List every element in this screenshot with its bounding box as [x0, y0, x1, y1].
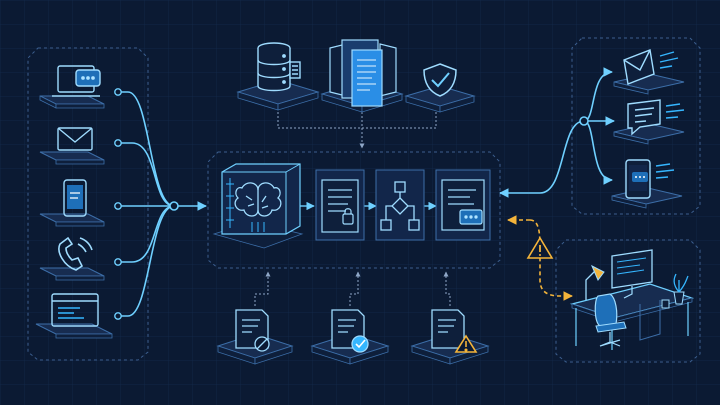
approved-document[interactable] [310, 309, 390, 365]
escalation-connector [507, 215, 573, 301]
envelope-send-icon [623, 49, 679, 85]
laptop-chat-icon [52, 65, 101, 97]
flowchart-icon [380, 181, 420, 231]
input-connectors [118, 91, 207, 317]
mobile-output[interactable] [611, 159, 683, 209]
document-blocked-icon [235, 309, 270, 352]
browser-window-icon [51, 293, 99, 327]
ai-pipeline-panel [207, 151, 501, 269]
document-approved-icon [331, 309, 369, 353]
response-stage[interactable] [435, 169, 491, 241]
input-channels-panel [27, 47, 149, 361]
document-lock-icon [321, 179, 359, 233]
workflow-stage[interactable] [375, 169, 425, 241]
database-source[interactable] [236, 42, 320, 111]
documents-source[interactable] [320, 39, 404, 113]
policy-check-connectors [254, 271, 451, 306]
ai-brain-stage[interactable] [212, 163, 304, 249]
flagged-document[interactable] [410, 309, 490, 365]
phone-handset-icon [58, 236, 93, 271]
document-warning-icon [431, 309, 478, 353]
document-analysis-stage[interactable] [315, 169, 365, 241]
human-agent-desk-icon[interactable] [569, 249, 695, 350]
chat-output[interactable] [613, 99, 685, 145]
response-window-icon [441, 179, 485, 231]
envelope-icon [57, 127, 93, 151]
email-output[interactable] [613, 49, 685, 95]
warning-triangle-icon [526, 236, 554, 259]
ai-brain-chip-icon [226, 178, 282, 232]
smartphone-icon [63, 179, 87, 217]
database-icon [257, 42, 301, 92]
mobile-channel[interactable] [39, 179, 122, 227]
blocked-document[interactable] [216, 309, 294, 365]
input-merge-node [169, 201, 179, 211]
web-channel[interactable] [35, 293, 122, 339]
smartphone-chat-icon [625, 159, 675, 199]
chat-bubble-icon [627, 99, 685, 136]
output-split-node [579, 116, 589, 126]
voice-channel[interactable] [39, 236, 122, 281]
email-channel[interactable] [39, 127, 122, 165]
chat-channel[interactable] [39, 65, 122, 109]
document-stack-icon [329, 39, 397, 107]
security-source[interactable] [404, 63, 476, 113]
shield-check-icon [423, 63, 457, 97]
data-source-connectors [277, 112, 437, 149]
human-agent-panel [555, 239, 701, 363]
